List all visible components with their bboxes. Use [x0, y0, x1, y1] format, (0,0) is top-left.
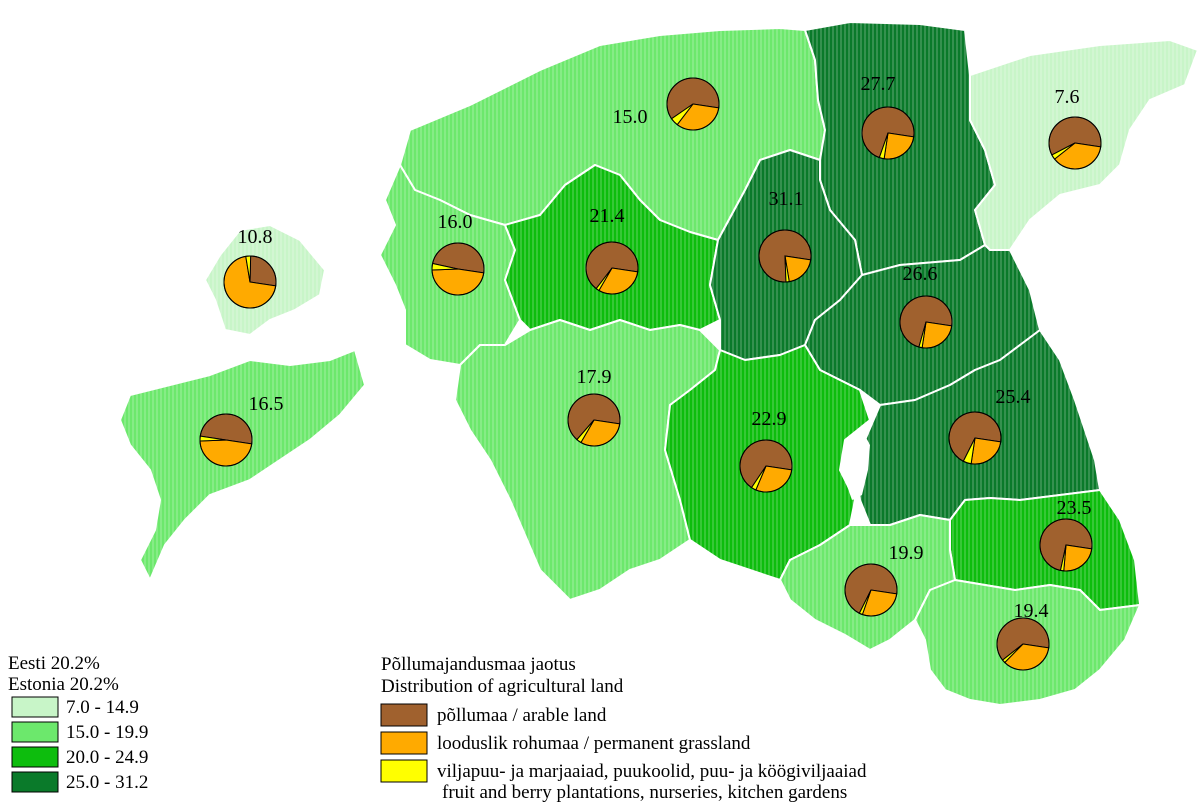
hatch-texture	[400, 28, 825, 240]
county-value-label: 16.0	[438, 211, 473, 233]
legend-orchards-label: viljapuu- ja marjaaiad, puukoolid, puu- …	[437, 761, 867, 782]
county-pie	[948, 411, 1002, 465]
county-value-label: 26.6	[903, 263, 938, 285]
legend-pie-title-en: Distribution of agricultural land	[381, 676, 624, 697]
pie-outline	[844, 563, 898, 617]
county-value-label: 7.6	[1055, 86, 1080, 108]
legend-pie-title-et: Põllumajandusmaa jaotus	[381, 654, 576, 675]
legend-classes: Eesti 20.2% Estonia 20.2% 7.0 - 14.9 15.…	[8, 653, 148, 793]
county-pie	[1039, 518, 1093, 572]
county-pie	[199, 413, 253, 467]
pie-outline	[1048, 116, 1102, 170]
county-value-label: 25.4	[996, 386, 1031, 408]
legend-pie: Põllumajandusmaa jaotus Distribution of …	[380, 654, 867, 803]
county-value-label: 19.9	[889, 542, 924, 564]
pie-outline	[223, 255, 277, 309]
pie-outline	[996, 617, 1050, 671]
county-pie	[996, 617, 1050, 671]
county-value-label: 31.1	[769, 188, 804, 210]
county-pie	[223, 255, 277, 309]
hatch-texture	[455, 320, 720, 600]
county-pie	[758, 229, 812, 283]
pie-outline	[567, 393, 621, 447]
county-pie	[1048, 116, 1102, 170]
county-pie	[899, 295, 953, 349]
county-value-label: 19.4	[1014, 600, 1049, 622]
county-value-label: 17.9	[577, 366, 612, 388]
county-pie	[844, 563, 898, 617]
county-value-label: 10.8	[238, 226, 273, 248]
legend-swatch-class1	[11, 696, 59, 718]
county-pie	[567, 393, 621, 447]
county-pie	[431, 242, 485, 296]
county-pie	[585, 241, 639, 295]
pie-outline	[739, 439, 793, 493]
county-value-label: 22.9	[752, 408, 787, 430]
legend-title-en: Estonia 20.2%	[8, 674, 119, 695]
county-value-label: 16.5	[249, 393, 284, 415]
pie-outline	[758, 229, 812, 283]
legend-class2-label: 15.0 - 19.9	[66, 722, 148, 743]
legend-swatch-class4	[11, 771, 59, 793]
legend-swatch-class3	[11, 746, 59, 768]
pie-outline	[948, 411, 1002, 465]
legend-title-et: Eesti 20.2%	[8, 653, 100, 674]
county-value-label: 21.4	[590, 205, 625, 227]
pie-outline	[861, 106, 915, 160]
legend-class3-label: 20.0 - 24.9	[66, 747, 148, 768]
pie-outline	[585, 241, 639, 295]
county-value-label: 27.7	[861, 73, 896, 95]
pie-outline	[431, 242, 485, 296]
hatch-texture	[120, 350, 365, 580]
county-value-label: 15.0	[613, 106, 648, 128]
county-pie	[739, 439, 793, 493]
legend-class1-label: 7.0 - 14.9	[66, 697, 139, 718]
pie-outline	[1039, 518, 1093, 572]
pie-outline	[666, 77, 720, 131]
county-pie	[861, 106, 915, 160]
legend-class4-label: 25.0 - 31.2	[66, 772, 148, 793]
legend-arable-label: põllumaa / arable land	[437, 705, 607, 726]
county-pie	[666, 77, 720, 131]
legend-swatch-orchards	[380, 759, 428, 783]
legend-swatch-grassland	[380, 731, 428, 755]
legend-grassland-label: looduslik rohumaa / permanent grassland	[437, 733, 751, 754]
pie-outline	[199, 413, 253, 467]
county-value-label: 23.5	[1057, 497, 1092, 519]
legend-orchards-label-en: fruit and berry plantations, nurseries, …	[442, 782, 847, 803]
legend-swatch-arable	[380, 703, 428, 727]
pie-outline	[899, 295, 953, 349]
legend-swatch-class2	[11, 721, 59, 743]
